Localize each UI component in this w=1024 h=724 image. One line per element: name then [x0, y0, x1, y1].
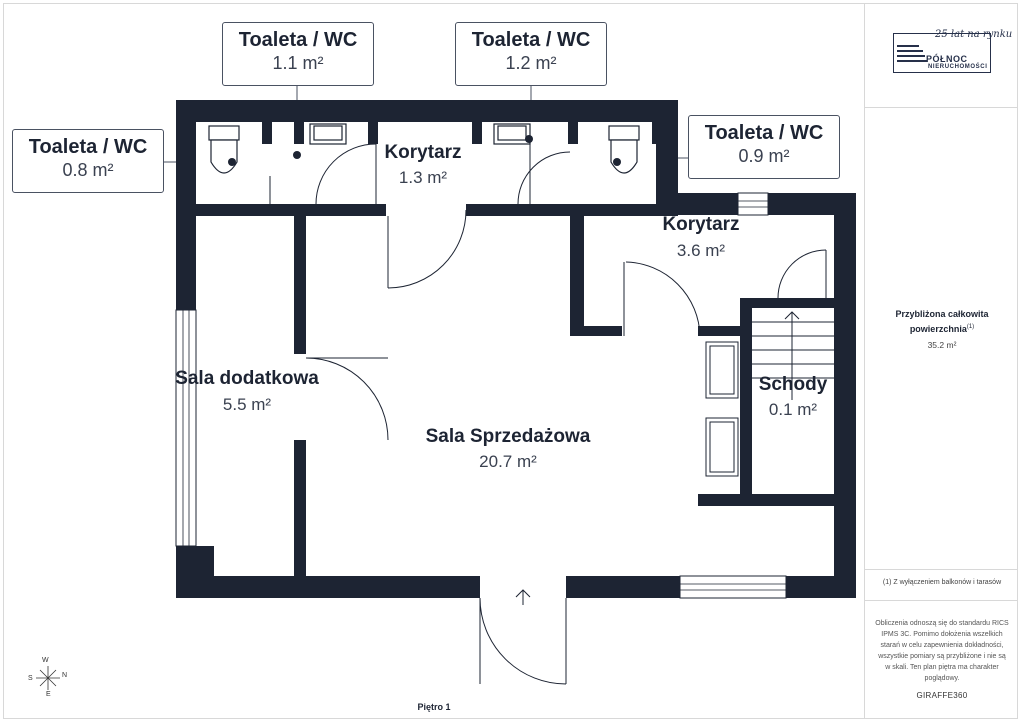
room-name: Korytarz — [384, 142, 462, 163]
wc-callout: Toaleta / WC 0.8 m² — [12, 129, 164, 193]
room-area: 0.1 m² — [768, 400, 818, 419]
wall — [698, 326, 742, 336]
wall — [834, 193, 856, 597]
wall — [466, 204, 656, 216]
appliance — [709, 421, 735, 473]
callout-name: Toaleta / WC — [238, 29, 358, 51]
wall — [196, 204, 386, 216]
room-area: 5.5 m² — [222, 395, 272, 414]
wall — [568, 122, 578, 144]
floor-plan — [164, 86, 856, 685]
logo-tagline: 25 lat na rynku — [935, 29, 1013, 40]
wall — [368, 122, 378, 144]
appliance — [709, 345, 735, 395]
wall — [294, 440, 306, 576]
footnote: (1) Z wyłączeniem balkonów i tarasów — [882, 579, 1002, 586]
toilet-bowl — [210, 139, 238, 174]
wall — [678, 193, 738, 215]
wall — [294, 122, 304, 144]
callout-area: 1.2 m² — [505, 53, 557, 73]
compass-right: N — [62, 672, 68, 679]
room-area: 3.6 m² — [676, 241, 726, 260]
wc-callout: Toaleta / WC 0.9 m² — [688, 115, 840, 179]
door-swing — [625, 261, 701, 337]
door-swing — [517, 151, 571, 205]
wall — [656, 100, 678, 216]
callout-name: Toaleta / WC — [704, 122, 824, 144]
wall — [652, 122, 656, 144]
window — [175, 309, 197, 547]
window — [679, 575, 787, 599]
company-logo: PÓŁNOC NIERUCHOMOŚCI — [893, 33, 991, 73]
door-swing — [387, 209, 467, 289]
compass-top: W — [42, 657, 49, 664]
total-area-value: 35.2 m² — [927, 340, 957, 350]
room-area: 20.7 m² — [479, 452, 537, 471]
logo-subname: NIERUCHOMOŚCI — [928, 64, 988, 70]
floor-label: Piętro 1 — [417, 702, 451, 712]
wall — [570, 216, 584, 334]
logo-name: PÓŁNOC — [926, 54, 968, 64]
door-swing — [305, 357, 389, 441]
room-name: Sala Sprzedażowa — [425, 426, 591, 447]
wall — [566, 576, 680, 598]
room-name: Sala dodatkowa — [175, 368, 319, 389]
callout-area: 1.1 m² — [272, 53, 324, 73]
total-area-label: Przybliżona całkowita powierzchnia(1) — [895, 309, 989, 334]
wall — [176, 576, 480, 598]
wall — [176, 100, 196, 310]
compass-bottom: E — [46, 691, 51, 698]
toilet-tank — [208, 125, 240, 141]
toilet-bowl — [610, 139, 638, 174]
wall — [698, 494, 834, 506]
sink — [497, 125, 527, 141]
wc-callout: Toaleta / WC 1.2 m² — [455, 22, 607, 86]
callout-area: 0.9 m² — [738, 146, 790, 166]
door-swing — [777, 249, 827, 299]
sink — [313, 125, 343, 141]
door-swing — [315, 143, 377, 205]
compass-left: S — [28, 675, 33, 682]
disclaimer: Obliczenia odnoszą się do standardu RICS… — [875, 620, 1009, 682]
drawing-frame — [3, 3, 1018, 719]
room-name: Schody — [758, 374, 828, 395]
wall — [294, 216, 306, 354]
wall — [176, 100, 678, 122]
wall — [262, 122, 272, 144]
toilet-tank — [608, 125, 640, 141]
callout-area: 0.8 m² — [62, 160, 114, 180]
callout-name: Toaleta / WC — [28, 136, 148, 158]
wall — [472, 122, 482, 144]
callout-name: Toaleta / WC — [471, 29, 591, 51]
compass: W S N E — [26, 656, 70, 700]
wall — [786, 576, 856, 598]
wall — [752, 298, 834, 308]
compass-rose-icon — [36, 666, 60, 690]
room-area: 1.3 m² — [398, 168, 448, 187]
room-name: Korytarz — [662, 214, 740, 235]
wall — [740, 298, 752, 506]
info-sidebar: PÓŁNOC NIERUCHOMOŚCI 25 lat na rynku Prz… — [864, 3, 1018, 719]
wall — [570, 326, 622, 336]
window — [737, 192, 769, 216]
door-swing — [479, 597, 567, 685]
wc-callout: Toaleta / WC 1.1 m² — [222, 22, 374, 86]
building-icon — [897, 45, 927, 62]
brand-label: GIRAFFE360 — [916, 691, 968, 700]
